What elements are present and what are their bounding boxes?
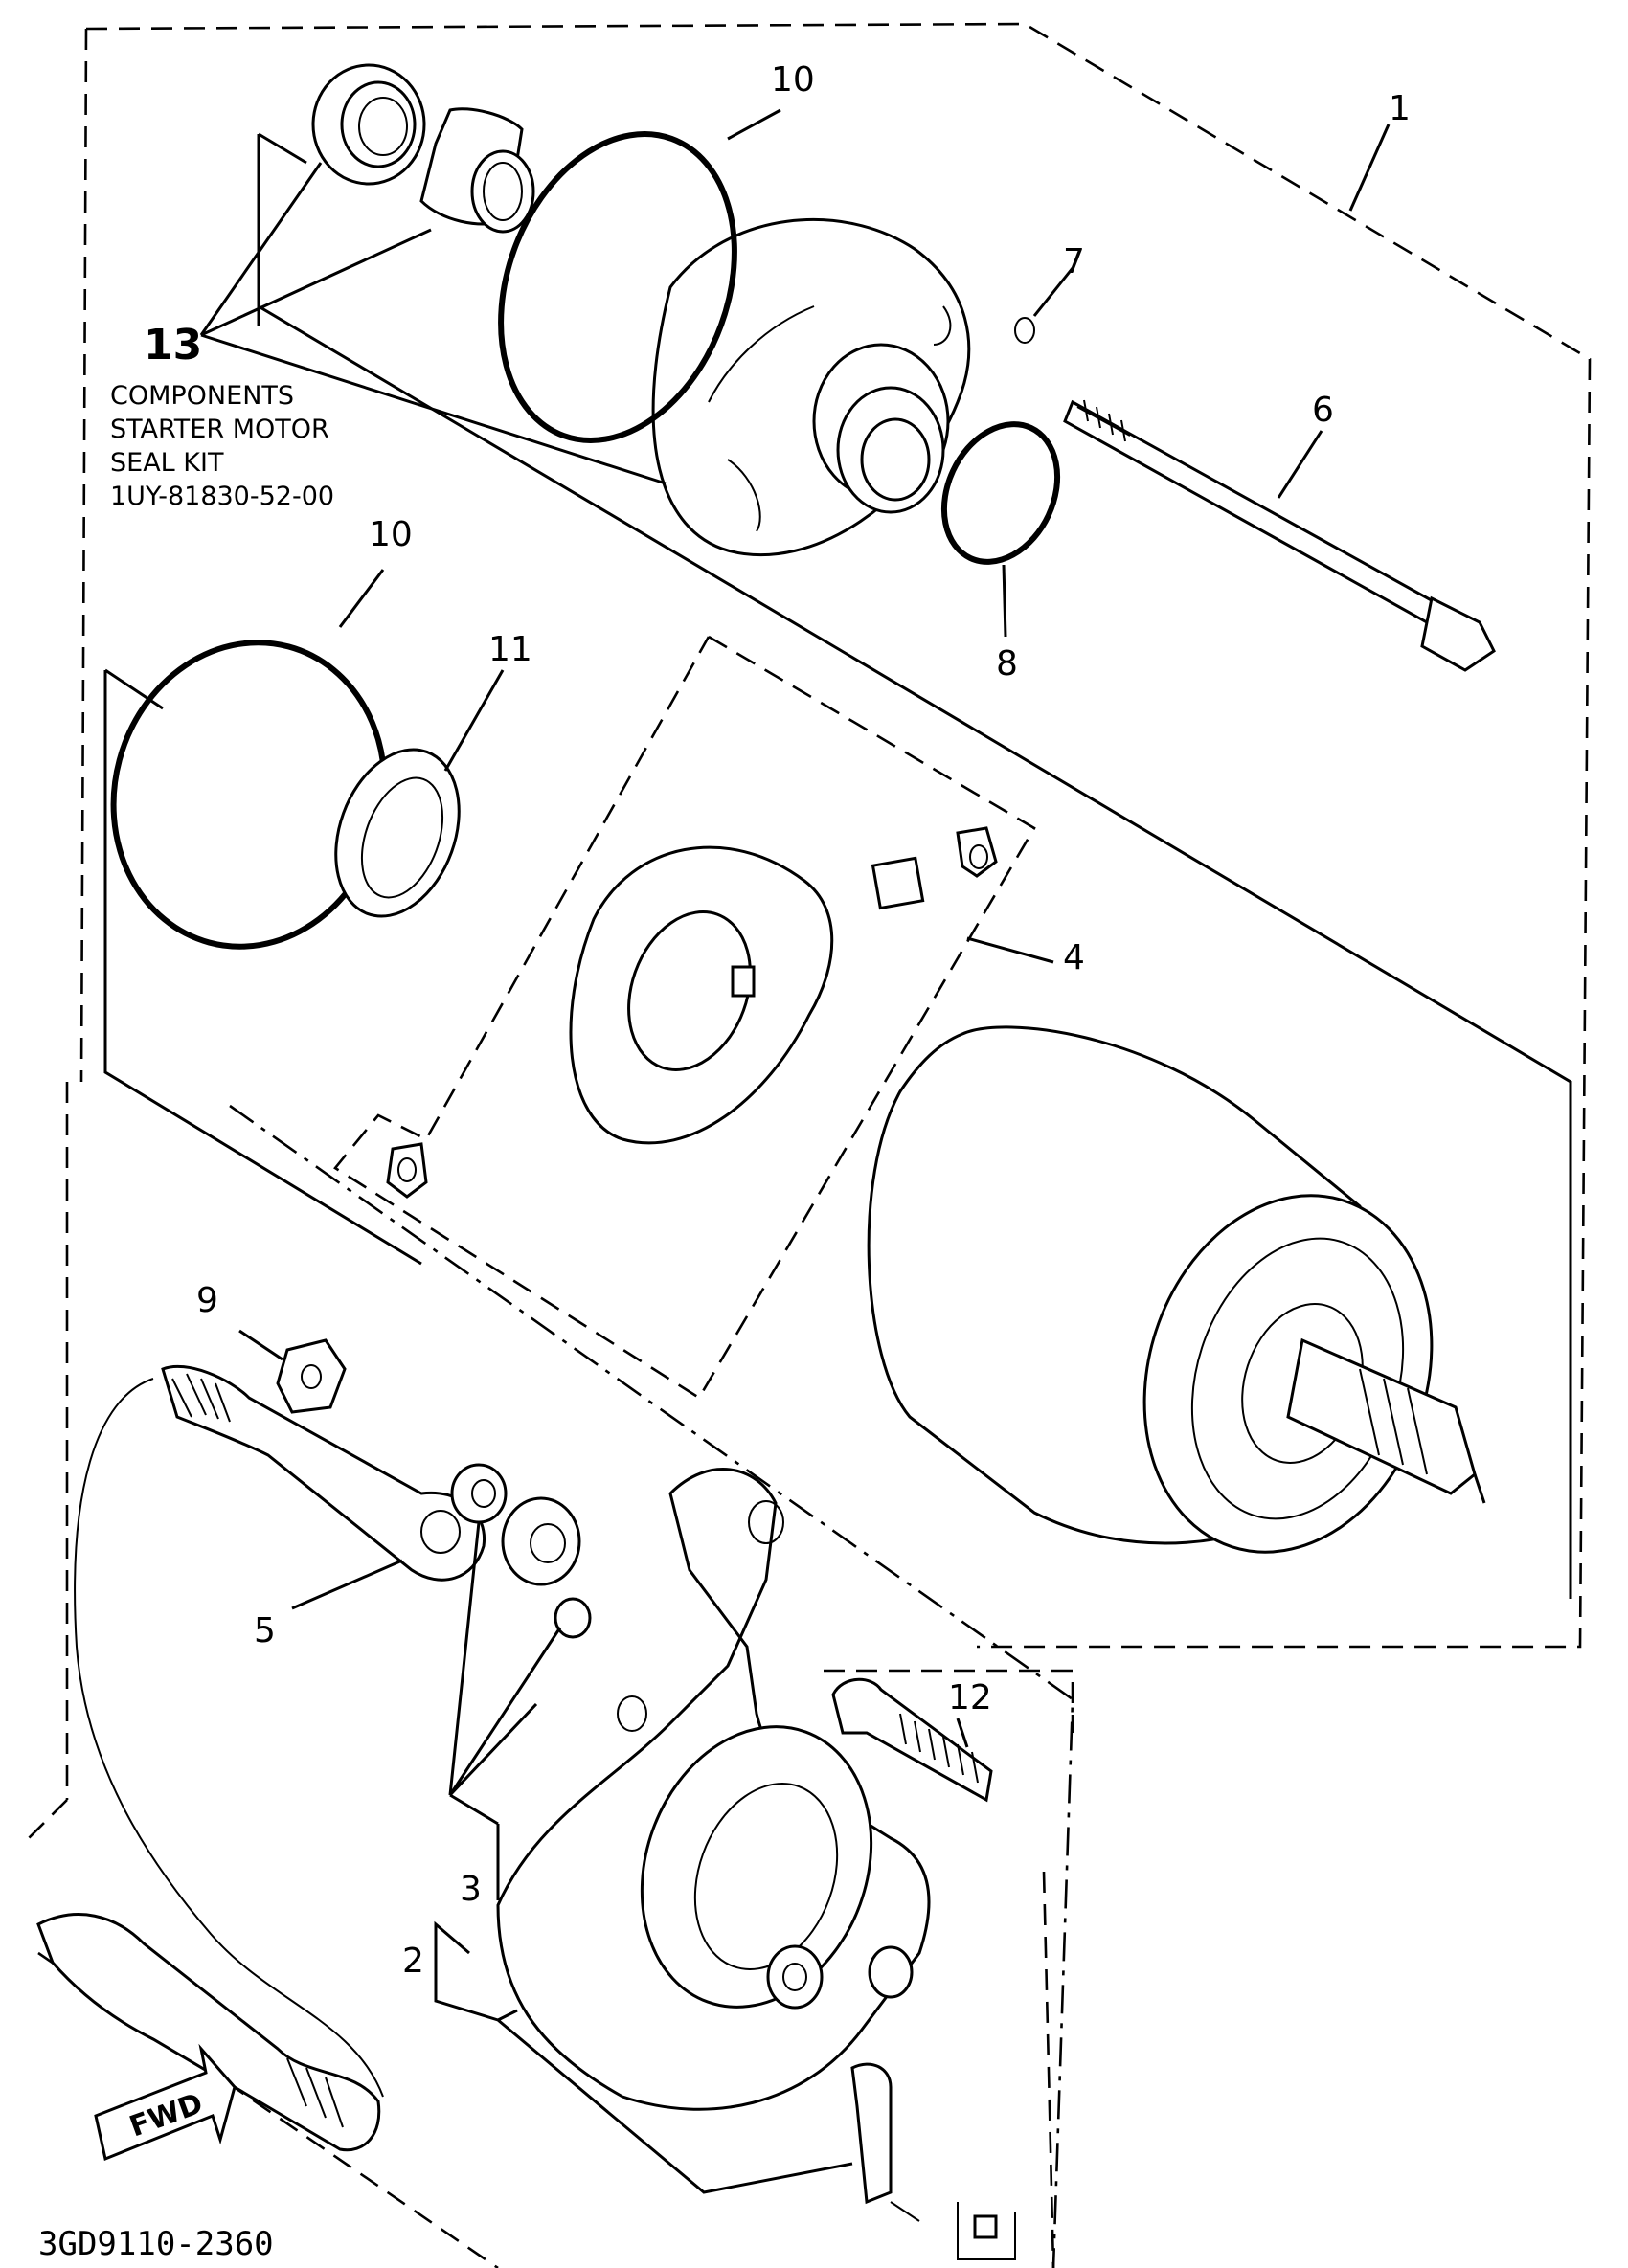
armature-box bbox=[103, 132, 1572, 1599]
terminal-bolt bbox=[850, 2062, 1016, 2260]
callout-9: 9 bbox=[196, 1281, 218, 1320]
kit-note-line-3: SEAL KIT bbox=[110, 448, 224, 478]
callout-10-top: 10 bbox=[771, 60, 815, 100]
bushing-washer bbox=[450, 1463, 592, 1639]
washer-11 bbox=[334, 748, 461, 918]
drawing-code: 3GD9110-2360 bbox=[38, 2225, 274, 2263]
callout-3: 3 bbox=[460, 1870, 482, 1909]
callout-13: 13 bbox=[144, 321, 202, 370]
brush-holder-group-boundary bbox=[333, 635, 1036, 1400]
kit-note-line-2: STARTER MOTOR bbox=[110, 415, 329, 444]
callout-7: 7 bbox=[1063, 242, 1085, 281]
through-bolt bbox=[1063, 399, 1496, 672]
callout-10-left: 10 bbox=[369, 515, 413, 554]
callout-12: 12 bbox=[948, 1678, 992, 1718]
callout-4: 4 bbox=[1063, 938, 1085, 977]
fwd-arrow-icon bbox=[94, 2043, 237, 2162]
o-ring-7 bbox=[1014, 317, 1035, 344]
brush-plate bbox=[569, 845, 834, 1145]
callout-11: 11 bbox=[488, 630, 532, 669]
brush bbox=[871, 856, 925, 910]
starter-yoke bbox=[867, 1025, 1486, 1554]
needle-bearing bbox=[419, 107, 535, 234]
callout-2: 2 bbox=[402, 1942, 424, 1981]
kit-note-line-4: 1UY-81830-52-00 bbox=[110, 482, 334, 511]
housing-group-boundary bbox=[229, 1104, 1074, 2268]
leader-lines bbox=[199, 108, 1391, 2194]
front-cover bbox=[651, 217, 971, 557]
rear-bracket bbox=[496, 1468, 931, 2111]
o-ring-top bbox=[498, 131, 737, 443]
brush-spring-top bbox=[956, 826, 998, 878]
assembly-boundary-1 bbox=[28, 22, 1592, 2268]
nut-9 bbox=[276, 1338, 347, 1414]
callout-6: 6 bbox=[1312, 391, 1334, 430]
bolt-12 bbox=[831, 1677, 993, 1803]
callout-5: 5 bbox=[254, 1611, 276, 1650]
o-ring-8 bbox=[940, 421, 1061, 565]
callout-8: 8 bbox=[996, 644, 1018, 684]
oil-seal bbox=[311, 63, 426, 186]
brush-spring-bottom bbox=[386, 1142, 428, 1199]
callout-1: 1 bbox=[1389, 89, 1411, 128]
kit-note-line-1: COMPONENTS bbox=[110, 381, 294, 411]
lead-wire bbox=[36, 1364, 486, 2152]
